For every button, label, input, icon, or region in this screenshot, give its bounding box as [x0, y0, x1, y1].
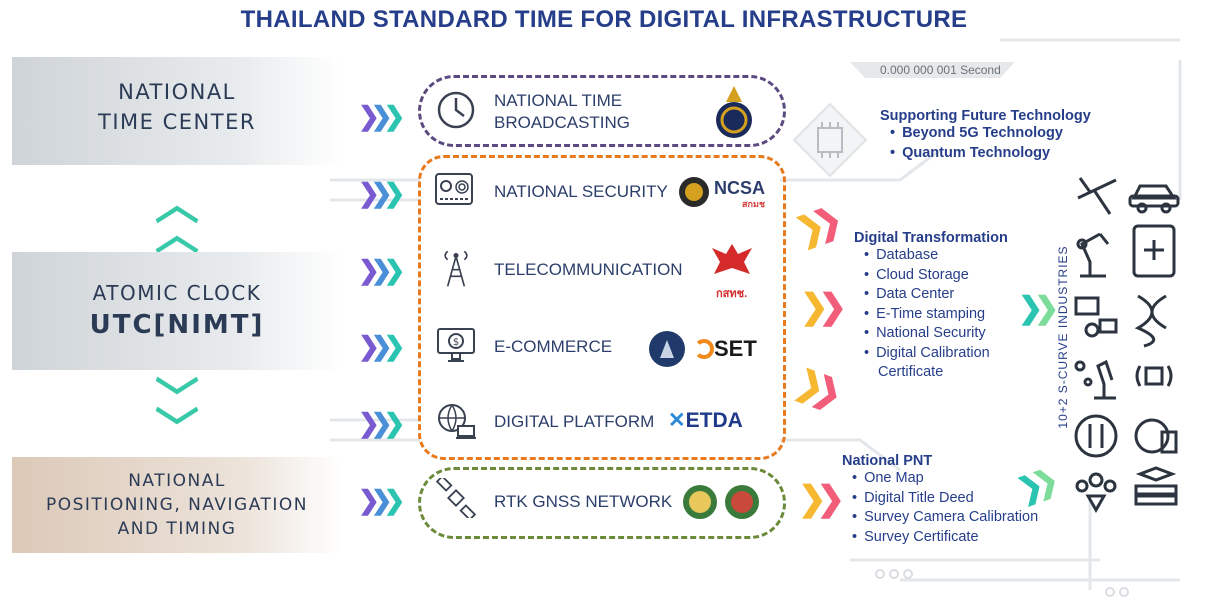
list-item: Data Center	[864, 285, 1008, 305]
svg-text:$: $	[453, 337, 459, 348]
list-item: Digital Calibration	[864, 344, 1008, 364]
rtk-group	[418, 467, 786, 539]
ncsa-text: NCSA	[714, 178, 766, 198]
future-heading: Supporting Future Technology	[880, 108, 1091, 124]
nsc-seal-icon	[679, 177, 709, 207]
industry-icons-grid	[1074, 177, 1180, 514]
etda-x-icon: ✕	[668, 409, 686, 432]
arrow-icon: ❯❯❯	[358, 331, 405, 361]
digital-transformation-block: Digital Transformation Database Cloud St…	[854, 230, 1008, 383]
national-pnt-block: National PNT One Map Digital Title Deed …	[842, 453, 1038, 547]
rtk-label: RTK GNSS NETWORK	[494, 492, 673, 511]
list-item: Quantum Technology	[890, 144, 1091, 164]
chevron-right-icon: ❯❯	[798, 480, 845, 518]
chip-signal-icon	[1135, 365, 1173, 387]
chevron-up-icon: ︿︿	[155, 180, 199, 259]
arrow-icon: ❯❯❯	[358, 485, 405, 515]
platform-label: DIGITAL PLATFORM	[494, 412, 655, 431]
set-text: SET	[714, 336, 757, 361]
computer-network-icon	[1074, 296, 1118, 338]
etda-text: ETDA	[685, 409, 743, 432]
set-swoosh-icon	[694, 339, 714, 359]
list-item: Beyond 5G Technology	[890, 124, 1091, 144]
globe-tourism-icon	[1134, 418, 1178, 454]
atomic-line2: UTC[NIMT]	[89, 310, 265, 340]
list-item: E-Time stamping	[864, 305, 1008, 325]
pnt-line3: AND TIMING	[117, 519, 237, 539]
car-icon	[1128, 184, 1180, 214]
arrow-icon: ❯❯❯	[358, 178, 405, 208]
chevron-down-icon: ﹀﹀	[155, 375, 199, 454]
arrow-icon: ❯❯	[1018, 292, 1059, 325]
food-icon	[1074, 414, 1118, 458]
globe-laptop-icon	[438, 404, 476, 439]
payment-monitor-icon: $	[437, 328, 475, 362]
list-item: National Security	[864, 324, 1008, 344]
future-tech-block: Supporting Future Technology Beyond 5G T…	[880, 108, 1091, 163]
education-books-icon	[1134, 466, 1178, 506]
telecom-label: TELECOMMUNICATION	[494, 260, 683, 279]
processor-chip-icon	[792, 102, 868, 178]
national-time-center-panel: NATIONAL TIME CENTER	[12, 57, 342, 165]
satellite-icon	[436, 478, 476, 518]
pnt-heading: National PNT	[842, 453, 933, 469]
people-shield-icon	[1075, 472, 1117, 514]
industries-vertical-label: 10+2 S-CURVE INDUSTRIES	[1056, 245, 1070, 429]
arrow-icon: ❯❯❯	[358, 408, 405, 438]
list-item: Survey Camera Calibration	[852, 508, 1038, 528]
broadcasting-line2: BROADCASTING	[494, 113, 631, 132]
ecommerce-label: E-COMMERCE	[494, 337, 613, 356]
transformation-heading: Digital Transformation	[854, 230, 1008, 246]
ntc-line1: NATIONAL	[118, 80, 236, 104]
security-label: NATIONAL SECURITY	[494, 182, 668, 201]
list-item: Certificate	[878, 364, 944, 380]
pnt-line1: NATIONAL	[128, 471, 226, 491]
bot-seal-icon	[649, 331, 685, 367]
pnt-list: One Map Digital Title Deed Survey Camera…	[852, 469, 1038, 547]
medical-clipboard-icon	[1132, 224, 1176, 278]
list-item: One Map	[852, 469, 1038, 489]
garuda-emblem-icon	[712, 244, 752, 274]
survey-dept-seal-icon	[725, 485, 759, 519]
clock-icon	[437, 91, 475, 129]
list-item: Survey Certificate	[852, 528, 1038, 548]
microscope-icon	[1074, 359, 1116, 400]
arrow-icon: ❯❯❯	[358, 255, 405, 285]
list-item: Digital Title Deed	[852, 489, 1038, 509]
etda-logo: ✕ETDA	[668, 408, 743, 433]
land-dept-seal-icon	[683, 485, 717, 519]
nimt-emblem-icon	[716, 86, 752, 138]
transformation-list: Database Cloud Storage Data Center E-Tim…	[864, 246, 1008, 383]
airplane-icon	[1077, 177, 1117, 215]
broadcasting-group	[418, 75, 786, 147]
national-pnt-panel: NATIONAL POSITIONING, NAVIGATION AND TIM…	[12, 457, 342, 553]
set-logo: SET	[694, 336, 757, 362]
precision-label: 0.000 000 001 Second	[880, 63, 1001, 77]
chevron-right-icon: ❯❯	[800, 288, 847, 326]
dna-icon	[1134, 294, 1167, 348]
ncsa-logo: NCSA สกมช	[714, 178, 766, 212]
broadcasting-label: NATIONAL TIME BROADCASTING	[494, 90, 630, 134]
robot-arm-icon	[1076, 232, 1110, 278]
future-list: Beyond 5G Technology Quantum Technology	[890, 124, 1091, 163]
atomic-line1: ATOMIC CLOCK	[92, 281, 262, 305]
ncsa-subtext: สกมช	[742, 199, 766, 209]
ntc-line2: TIME CENTER	[98, 110, 256, 134]
fingerprint-id-icon	[435, 173, 473, 205]
broadcasting-line1: NATIONAL TIME	[494, 91, 623, 110]
nbtc-logo-text: กสทช.	[716, 288, 748, 300]
digital-services-group	[418, 155, 786, 460]
arrow-icon: ❯❯❯	[358, 101, 405, 131]
antenna-tower-icon	[444, 250, 468, 287]
list-item: Cloud Storage	[864, 266, 1008, 286]
pnt-line2: POSITIONING, NAVIGATION	[45, 495, 309, 515]
page-title: THAILAND STANDARD TIME FOR DIGITAL INFRA…	[240, 6, 968, 33]
atomic-clock-panel: ATOMIC CLOCK UTC[NIMT]	[12, 252, 342, 370]
list-item: Database	[864, 246, 1008, 266]
